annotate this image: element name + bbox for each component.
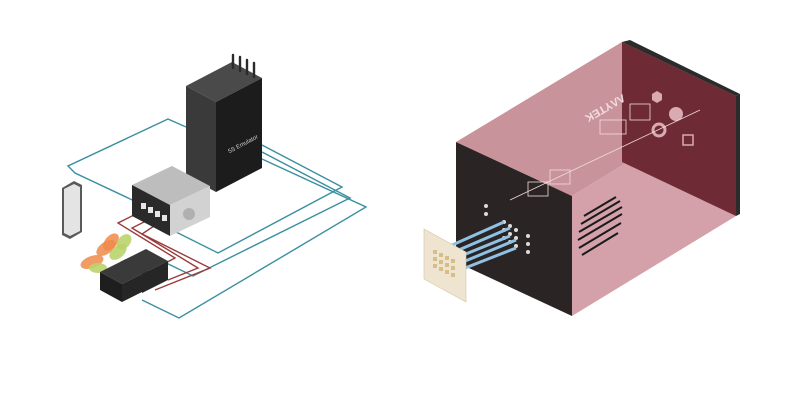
right-diagram-panel: ΛΛYTEK	[400, 0, 800, 400]
enclosure-illustration: ΛΛYTEK	[423, 40, 740, 316]
teal-cables	[66, 118, 368, 319]
antenna-beam-patterns	[80, 233, 132, 273]
test-setup-illustration: 5S Emulator	[62, 53, 368, 319]
phone-icon	[62, 181, 82, 239]
antenna-unit-2	[120, 249, 168, 293]
emulator-tower: 5S Emulator	[186, 53, 262, 192]
back-panel	[622, 42, 736, 216]
left-diagram-panel: 5S Emulator	[62, 53, 368, 319]
controller-box	[132, 166, 210, 236]
circuit-overlay	[509, 103, 701, 201]
vent-grille	[577, 196, 623, 256]
antenna-icons	[231, 53, 256, 79]
front-panel	[456, 142, 572, 316]
antenna-board	[423, 228, 467, 303]
